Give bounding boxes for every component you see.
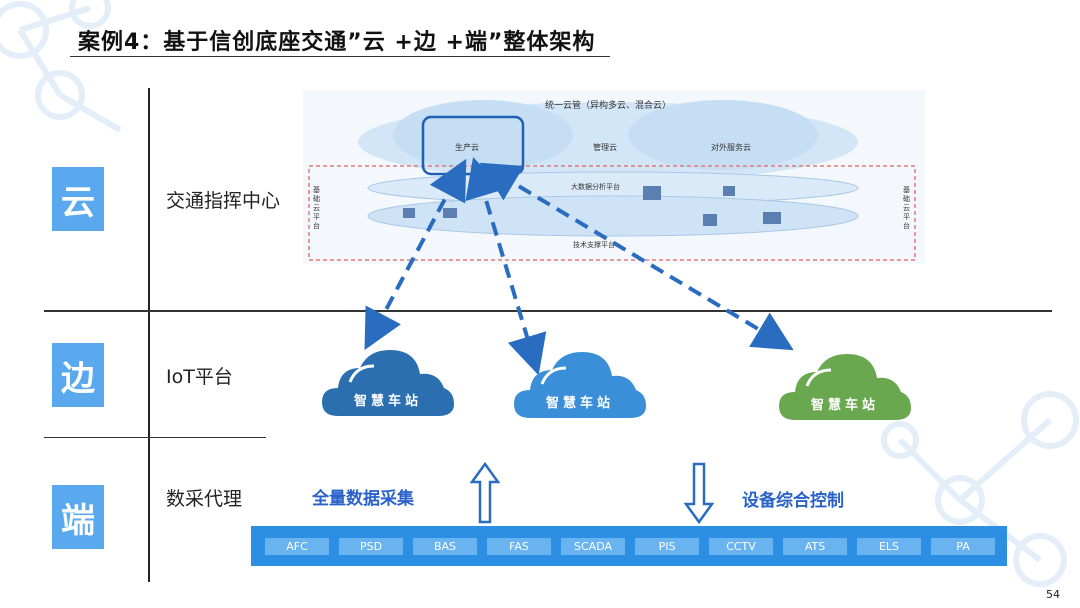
row-label-cloud: 交通指挥中心 — [166, 190, 281, 212]
bus-item-scada: SCADA — [561, 538, 625, 555]
title-underline — [70, 56, 610, 57]
page-number: 54 — [1046, 588, 1060, 601]
management-cloud-label: 管理云 — [593, 143, 617, 152]
production-cloud-label: 生产云 — [455, 143, 479, 152]
row-label-edge: IoT平台 — [166, 366, 233, 388]
bus-item-afc: AFC — [265, 538, 329, 555]
edge-cloud-smart-station-2: 智慧车站 — [512, 346, 648, 424]
unified-cloud-management-label: 统一云管（异构多云、混合云） — [545, 101, 672, 111]
row-tag-cloud: 云 — [52, 167, 104, 231]
page-title: 案例4：基于信创底座交通”云 +边 +端”整体架构 — [78, 30, 596, 55]
upload-arrow-icon — [470, 462, 500, 524]
edge-cloud-smart-station-1: 智慧车站 — [320, 344, 456, 422]
full-data-collection-label: 全量数据采集 — [312, 489, 414, 509]
base-cloud-right-label: 基础云平台 — [903, 186, 910, 230]
bus-item-psd: PSD — [339, 538, 403, 555]
device-control-label: 设备综合控制 — [742, 491, 844, 511]
bus-item-pa: PA — [931, 538, 995, 555]
subsystem-bus: AFC PSD BAS FAS SCADA PIS CCTV ATS ELS P… — [251, 526, 1007, 566]
row-divider-vertical — [148, 88, 150, 582]
arrow-to-edge-3 — [479, 162, 794, 351]
row-tag-end: 端 — [52, 485, 104, 549]
bus-item-cctv: CCTV — [709, 538, 773, 555]
base-cloud-left-label: 基础云平台 — [313, 186, 320, 230]
row-tag-edge: 边 — [52, 343, 104, 407]
edge-cloud-label-1: 智慧车站 — [353, 394, 422, 409]
bus-item-fas: FAS — [487, 538, 551, 555]
bus-item-bas: BAS — [413, 538, 477, 555]
bus-item-pis: PIS — [635, 538, 699, 555]
arrow-to-edge-2 — [465, 157, 547, 376]
bus-item-els: ELS — [857, 538, 921, 555]
external-service-cloud-label: 对外服务云 — [711, 143, 751, 152]
edge-cloud-smart-station-3: 智慧车站 — [777, 348, 913, 426]
bus-item-ats: ATS — [783, 538, 847, 555]
edge-cloud-label-3: 智慧车站 — [810, 398, 879, 413]
arrow-to-edge-1 — [364, 158, 467, 351]
download-arrow-icon — [684, 462, 714, 524]
row-divider-edge-end — [44, 437, 266, 438]
row-label-end: 数采代理 — [166, 488, 243, 510]
edge-cloud-label-2: 智慧车站 — [545, 396, 614, 411]
